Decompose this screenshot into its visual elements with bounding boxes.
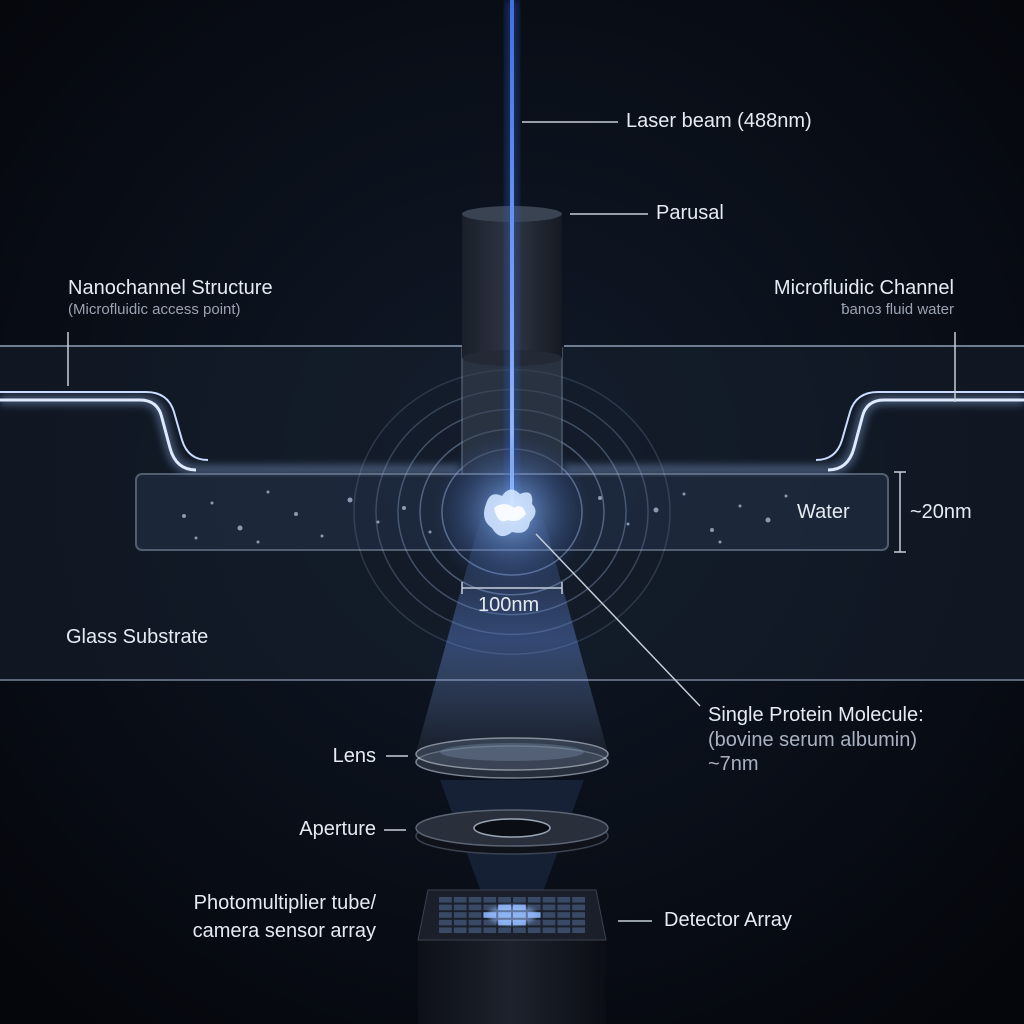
sensor-cell (454, 897, 467, 903)
sensor-cell (498, 927, 511, 933)
laser-beam-label: Laser beam (488nm) (626, 110, 812, 133)
sensor-cell (469, 905, 482, 911)
sensor-cell (543, 912, 556, 918)
detector-left-line1: Photomultiplier tube/ (194, 892, 376, 915)
sensor-cell (543, 920, 556, 926)
detector-array-label: Detector Array (664, 909, 792, 932)
sensor-cell (557, 897, 570, 903)
sensor-cell (513, 927, 526, 933)
molecule-label-line2: (bovine serum albumin) (708, 729, 917, 752)
sensor-cell (572, 897, 585, 903)
sensor-cell (454, 920, 467, 926)
sensor-cell (439, 927, 452, 933)
sensor-cell (483, 897, 496, 903)
lens (416, 738, 608, 778)
aperture-label: Aperture (299, 818, 376, 841)
lens-label: Lens (333, 745, 376, 768)
molecule-label-line1: Single Protein Molecule: (708, 704, 924, 727)
microfluidic-title: Microfluidic Channel (774, 277, 954, 300)
parusal-label: Parusal (656, 202, 724, 225)
sensor-cell (572, 927, 585, 933)
aperture (416, 810, 608, 854)
sensor-cell (557, 927, 570, 933)
molecule-label-line3: ~7nm (708, 753, 759, 776)
substrate-label: Glass Substrate (66, 626, 208, 649)
nanochannel-subtitle: (Microfluidic access point) (68, 301, 241, 318)
sensor-cell (557, 905, 570, 911)
sensor-cell (528, 927, 541, 933)
water-label: Water (797, 501, 850, 524)
sensor-cell (543, 927, 556, 933)
sensor-cell (572, 920, 585, 926)
sensor-cell (454, 927, 467, 933)
sensor-cell (557, 912, 570, 918)
detector-left-line2: camera sensor array (193, 920, 376, 943)
sensor-cell (469, 912, 482, 918)
sensor-cell (528, 897, 541, 903)
sensor-cell (439, 920, 452, 926)
sensor-cell (454, 905, 467, 911)
sensor-cell (572, 912, 585, 918)
sensor-cell (543, 905, 556, 911)
sensor-cell (513, 897, 526, 903)
sensor-cell (498, 897, 511, 903)
detector-box (418, 890, 606, 1024)
sensor-cell (439, 897, 452, 903)
sensor-cell (439, 912, 452, 918)
sensor-cell (439, 905, 452, 911)
nanochannel-title: Nanochannel Structure (68, 277, 273, 300)
sensor-cell (469, 897, 482, 903)
sensor-cell (469, 927, 482, 933)
depth-label: ~20nm (910, 501, 972, 524)
sensor-cell (572, 905, 585, 911)
sensor-cell (543, 897, 556, 903)
sensor-cell (454, 912, 467, 918)
microfluidic-subtitle: ƀanoз fluid water (841, 301, 954, 318)
width-label: 100nm (478, 594, 539, 617)
sensor-cell (469, 920, 482, 926)
sensor-cell (483, 927, 496, 933)
sensor-cell (557, 920, 570, 926)
